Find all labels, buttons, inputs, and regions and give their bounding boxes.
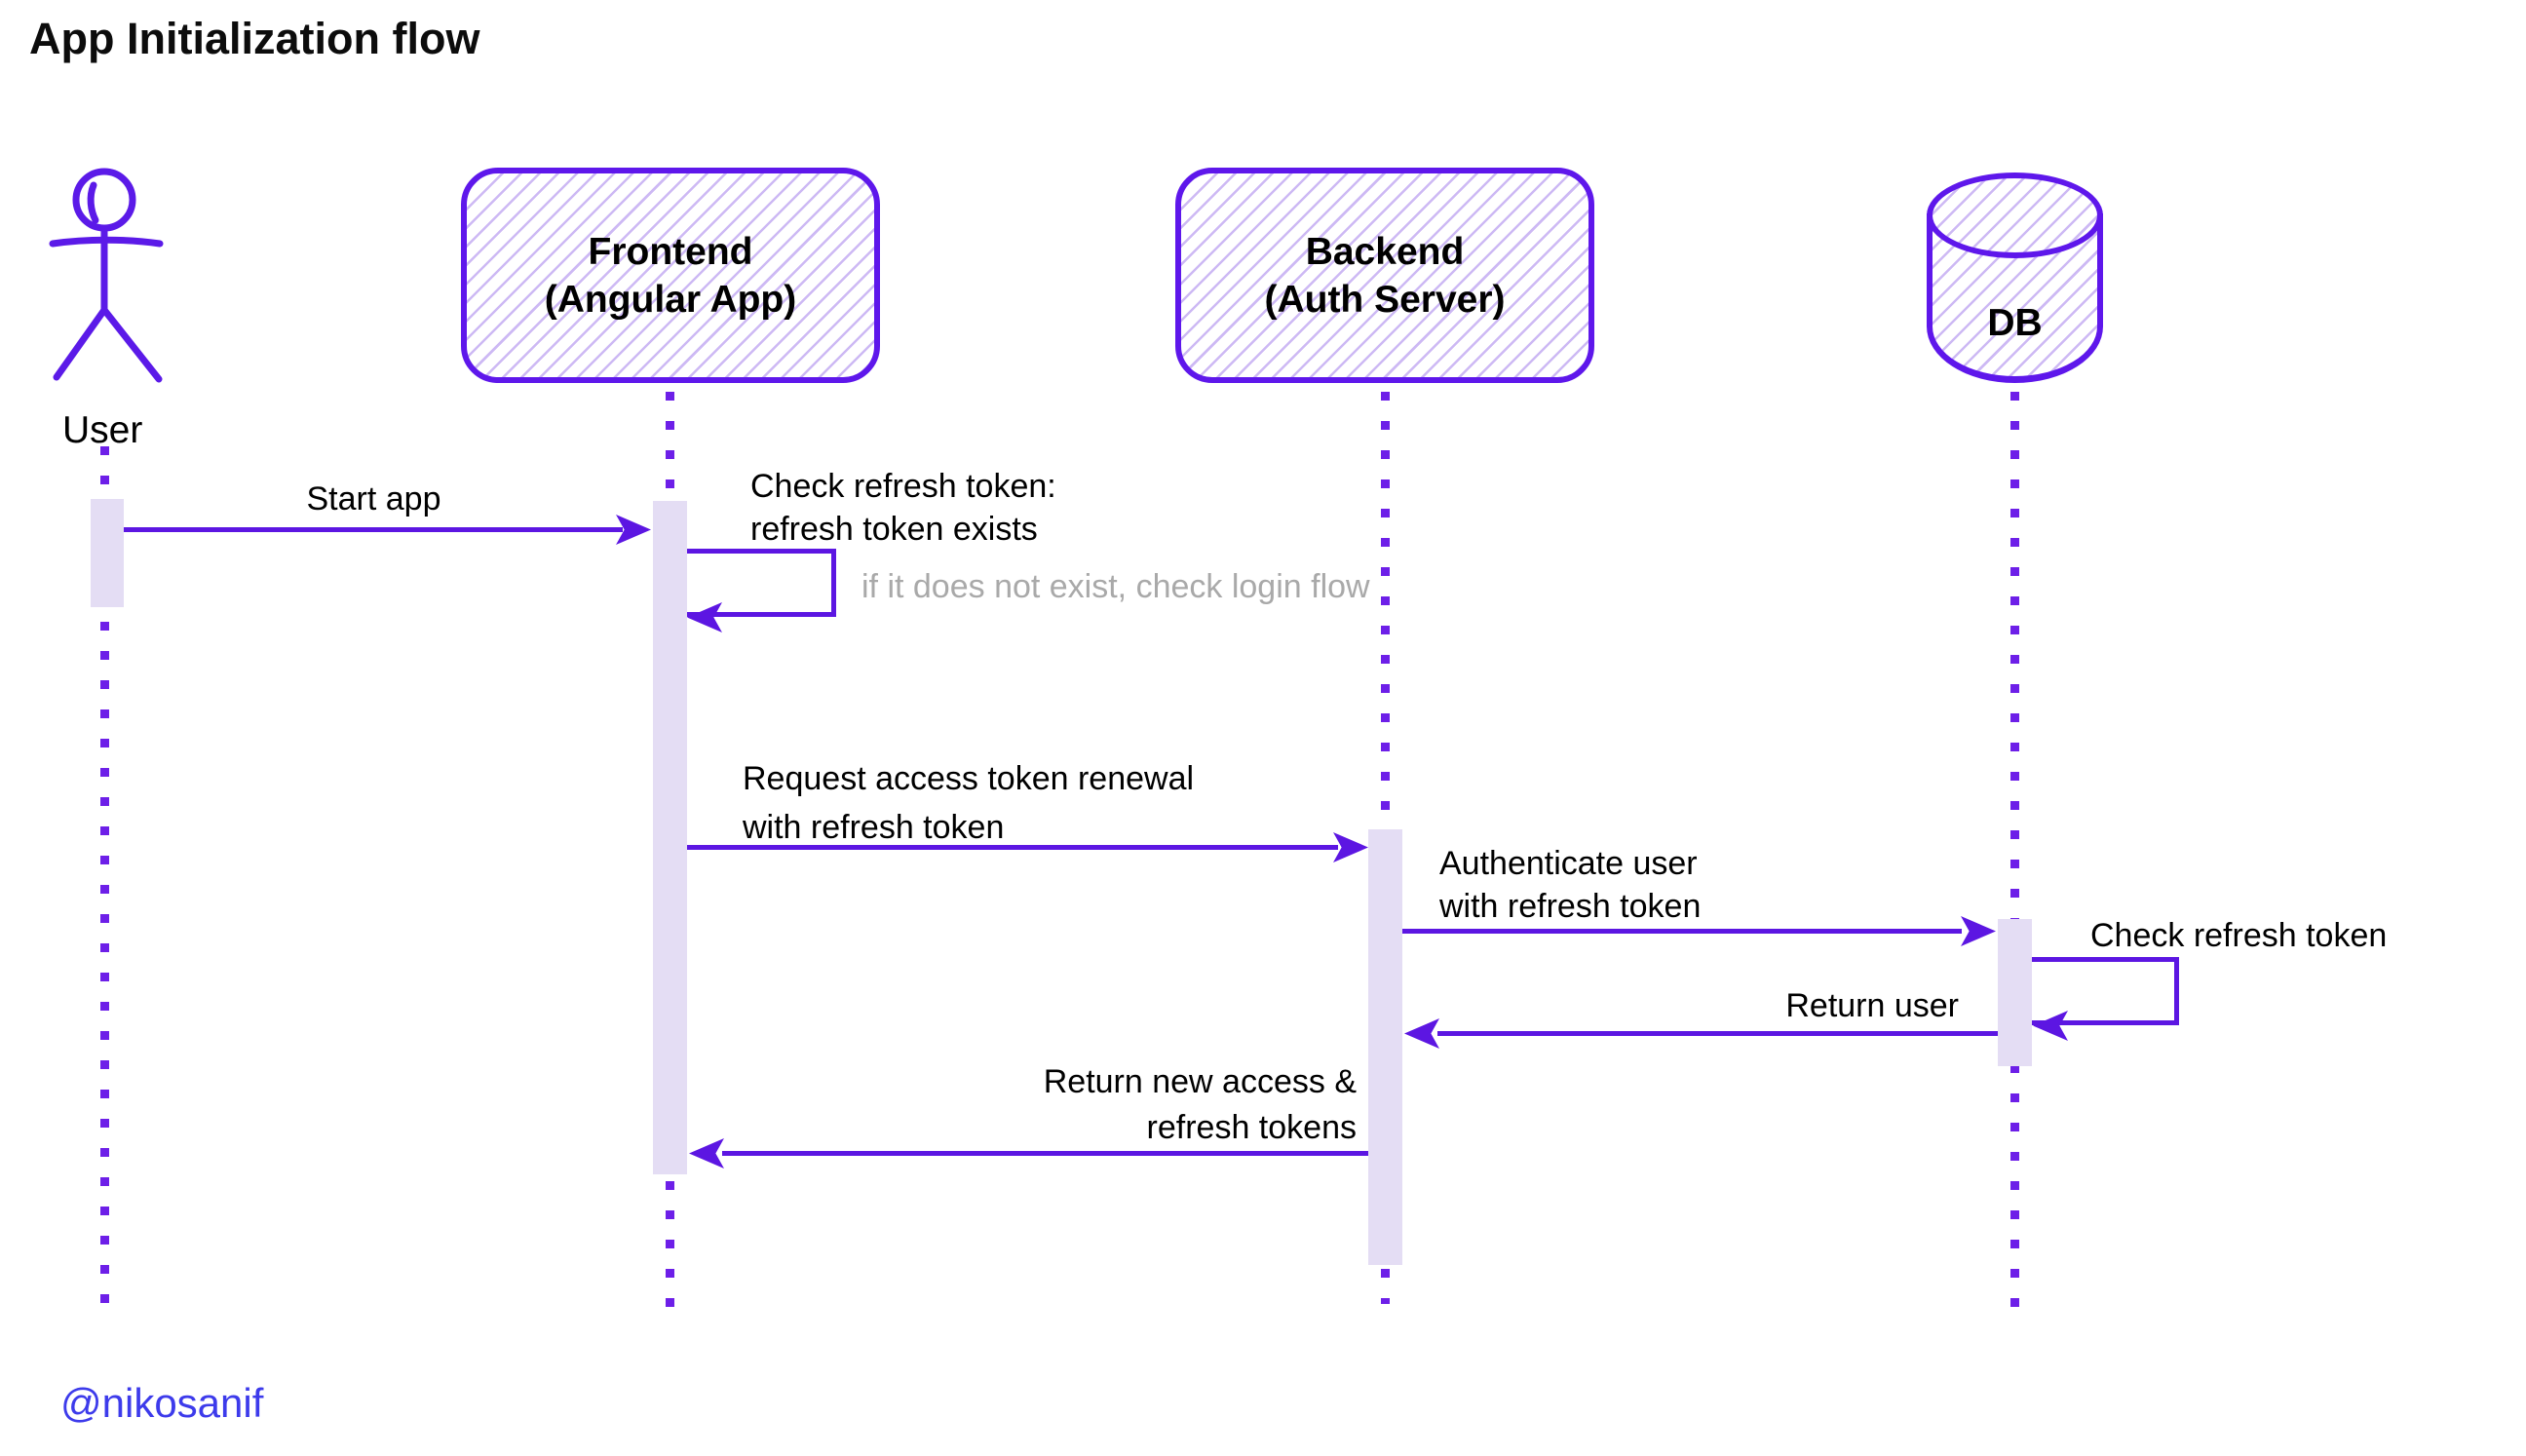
message-request-renewal-arrow-line [687, 845, 1338, 850]
db-activation-bar [1998, 919, 2032, 1066]
db-lifeline [2010, 392, 2019, 1316]
frontend-activation-bar [653, 501, 687, 1174]
message-request-renewal-line2: with refresh token [743, 809, 1005, 846]
message-authenticate-arrow-line [1402, 929, 1962, 934]
message-request-renewal-arrowhead-icon [1333, 832, 1368, 862]
message-return-user-label: Return user [1785, 987, 1959, 1024]
user-lifeline [100, 446, 109, 1319]
backend-activation-bar [1368, 829, 1402, 1265]
message-start-app-label: Start app [306, 480, 441, 517]
db-cylinder-top [1927, 172, 2103, 258]
message-return-user-arrowhead-icon [1404, 1018, 1439, 1049]
db-label: DB [1987, 302, 2043, 344]
db-participant-cylinder: DB [1927, 172, 2103, 383]
message-check-refresh-note: if it does not exist, check login flow [861, 568, 1370, 605]
backend-participant-box: Backend (Auth Server) [1175, 168, 1594, 383]
frontend-detail: (Angular App) [544, 278, 797, 321]
db-self-loop-arrow [2032, 957, 2179, 1025]
message-request-renewal-line1: Request access token renewal [743, 760, 1195, 797]
message-authenticate-line1: Authenticate user [1439, 845, 1698, 882]
frontend-self-loop-arrow [687, 549, 836, 617]
frontend-name: Frontend [588, 230, 753, 273]
message-return-tokens-arrow-line [722, 1151, 1368, 1156]
user-activation-bar [91, 499, 124, 607]
user-actor-icon [49, 168, 164, 383]
message-check-refresh-line2: refresh token exists [750, 511, 1038, 548]
message-return-user-arrow-line [1437, 1031, 1998, 1036]
message-check-refresh-line1: Check refresh token: [750, 468, 1056, 505]
backend-detail: (Auth Server) [1264, 278, 1506, 321]
backend-name: Backend [1305, 230, 1465, 273]
message-start-app-arrow-line [124, 527, 623, 532]
message-authenticate-line2: with refresh token [1439, 888, 1702, 925]
message-authenticate-arrowhead-icon [1961, 916, 1996, 946]
message-check-refresh-db-label: Check refresh token [2090, 917, 2388, 954]
message-return-tokens-line2: refresh tokens [1146, 1109, 1357, 1146]
user-actor-label: User [62, 409, 143, 451]
message-return-tokens-line1: Return new access & [1043, 1063, 1357, 1100]
message-return-tokens-arrowhead-icon [689, 1138, 724, 1169]
frontend-participant-box: Frontend (Angular App) [461, 168, 880, 383]
credit-link[interactable]: @nikosanif [60, 1380, 264, 1426]
diagram-title: App Initialization flow [29, 14, 480, 63]
